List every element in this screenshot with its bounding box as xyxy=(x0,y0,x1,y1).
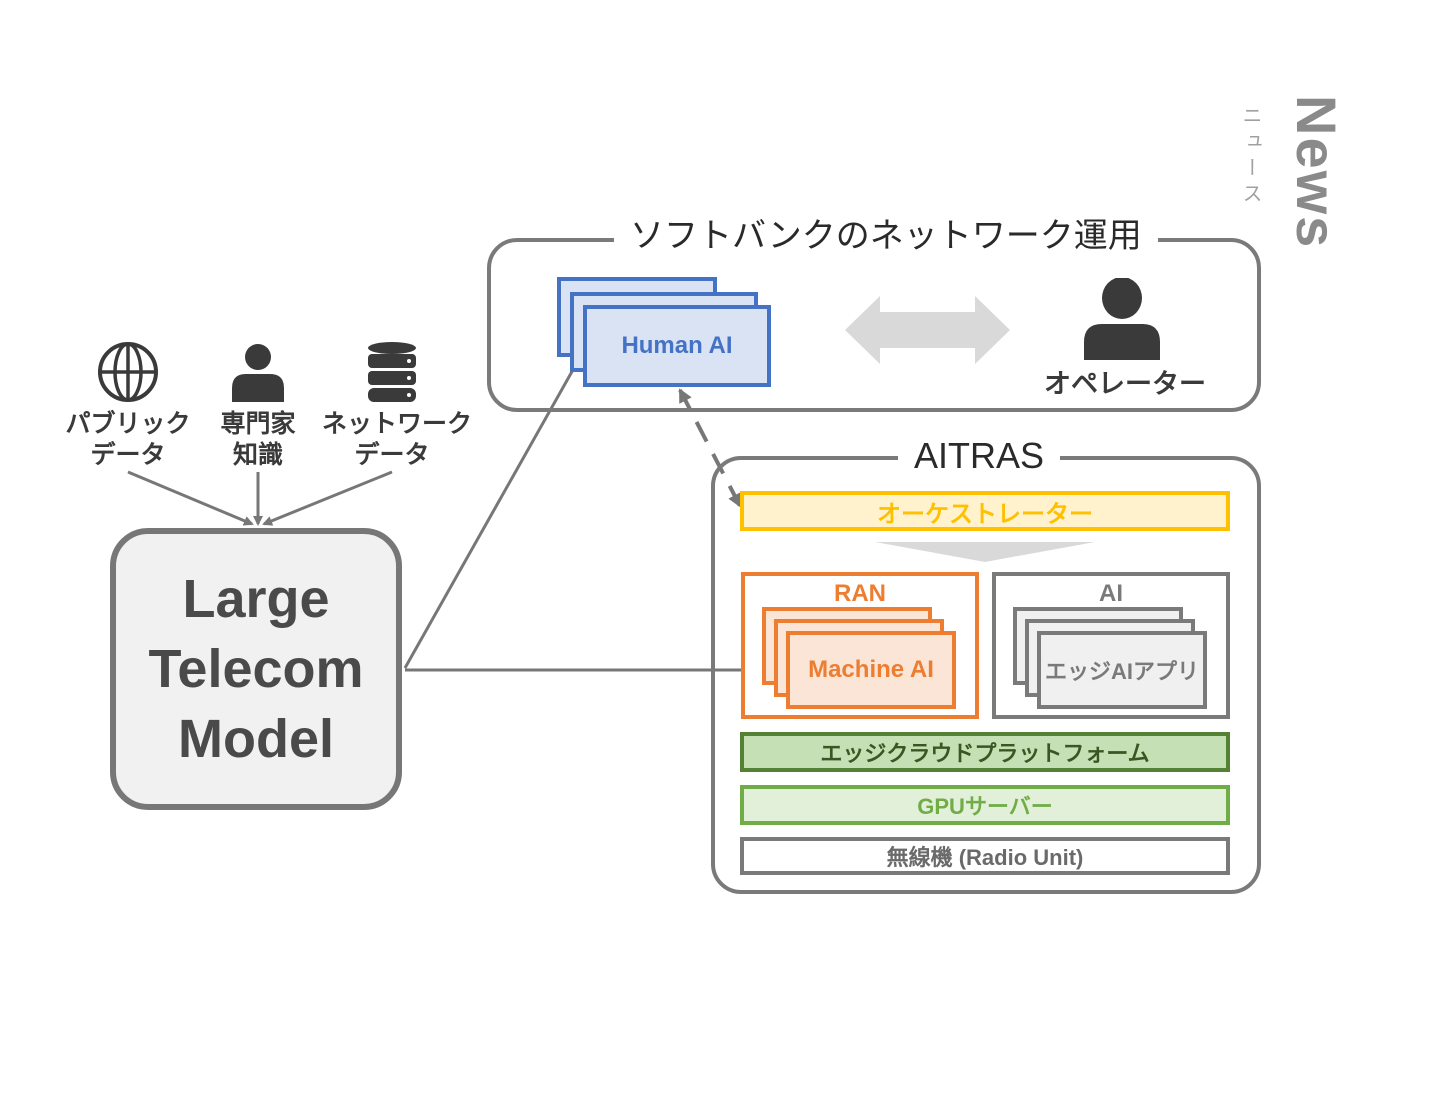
source-label-line-2: 知識 xyxy=(232,441,283,469)
source-network-data: ネットワーク データ xyxy=(322,340,473,471)
machine-ai-card: Machine AI xyxy=(786,631,956,709)
globe-icon xyxy=(98,342,158,402)
ltm-line-1: Large xyxy=(182,569,330,629)
operator-label: オペレーター xyxy=(1044,369,1206,399)
source-public-data: パブリック データ xyxy=(58,340,198,471)
gpu-server-bar: GPUサーバー xyxy=(740,785,1230,825)
softbank-operations-title: ソフトバンクのネットワーク運用 xyxy=(614,216,1158,256)
source-label-line-1: パブリック xyxy=(65,410,191,438)
source-label-line-1: 専門家 xyxy=(220,410,296,438)
arrow-public-data-to-ltm xyxy=(127,470,254,526)
aitras-title: AITRAS xyxy=(898,436,1061,476)
operator-icon xyxy=(1080,277,1160,360)
source-label-line-2: データ xyxy=(354,441,430,469)
edge-cloud-platform-bar: エッジクラウドプラットフォーム xyxy=(740,732,1230,772)
source-expert-knowledge: 専門家 知識 xyxy=(188,340,328,471)
edge-ai-app-card: エッジAIアプリ xyxy=(1037,631,1207,709)
radio-unit-bar: 無線機 (Radio Unit) xyxy=(740,837,1230,875)
person-icon xyxy=(232,344,284,402)
database-icon xyxy=(368,342,416,402)
radio-unit-label: 無線機 (Radio Unit) xyxy=(886,845,1084,870)
orchestrator-label: オーケストレーター xyxy=(877,500,1093,528)
large-telecom-model-box: Large Telecom Model xyxy=(110,528,402,810)
ai-title: AI xyxy=(1099,580,1123,607)
news-subtitle: ニュース xyxy=(1239,105,1261,209)
gpu-server-label: GPUサーバー xyxy=(917,794,1053,819)
news-side-label: News ニュース xyxy=(1239,95,1360,255)
ran-title: RAN xyxy=(834,580,886,607)
edge-cloud-platform-label: エッジクラウドプラットフォーム xyxy=(820,741,1150,766)
news-title: News xyxy=(1285,95,1348,250)
machine-ai-label: Machine AI xyxy=(808,656,934,683)
ltm-line-3: Model xyxy=(177,709,334,769)
edge-ai-app-label: エッジAIアプリ xyxy=(1044,659,1199,684)
human-ai-card: Human AI xyxy=(583,305,771,387)
human-ai-label: Human AI xyxy=(621,332,733,359)
source-label-line-1: ネットワーク xyxy=(322,410,473,438)
arrow-network-data-to-ltm xyxy=(262,470,393,526)
orchestrator-bar: オーケストレーター xyxy=(740,491,1230,531)
ltm-line-2: Telecom xyxy=(148,639,364,699)
source-label-line-2: データ xyxy=(90,441,166,469)
